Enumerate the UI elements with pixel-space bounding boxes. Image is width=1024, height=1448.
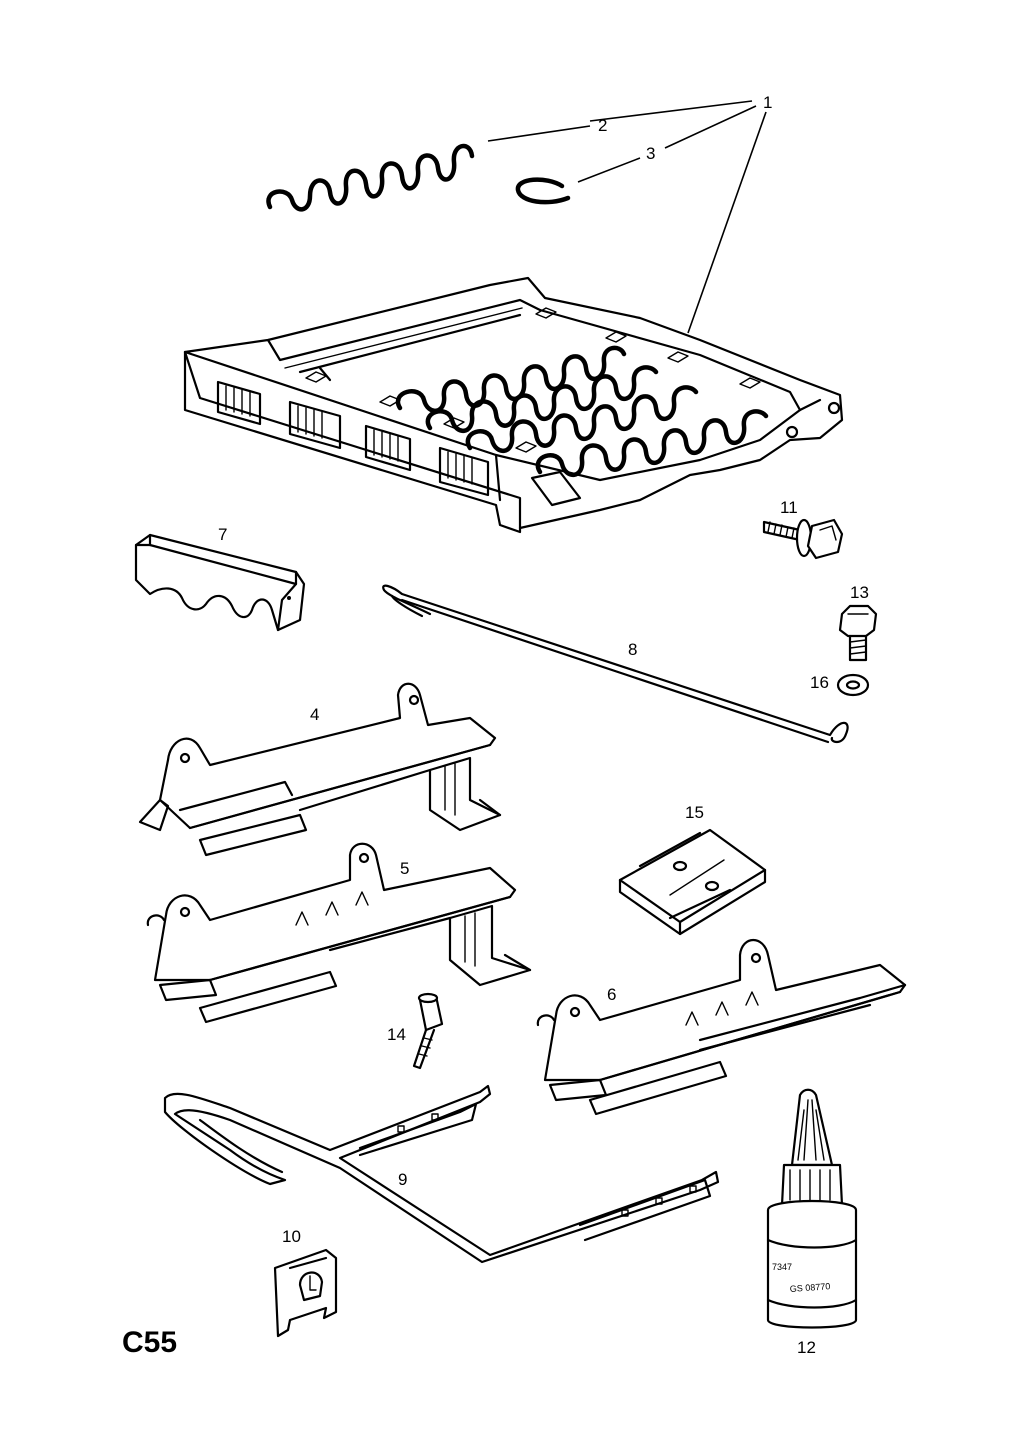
leader-lines — [487, 100, 767, 334]
callout-11: 11 — [780, 498, 798, 517]
spring-part-2 — [266, 143, 475, 212]
callout-7: 7 — [218, 525, 227, 544]
seat-frame-part-1 — [183, 276, 844, 534]
callout-4: 4 — [310, 705, 319, 724]
runner-part-6 — [536, 938, 907, 1116]
clip-part-10 — [273, 1248, 338, 1338]
callout-12: 12 — [797, 1338, 816, 1357]
screw-part-14 — [412, 992, 444, 1070]
callout-2: 2 — [598, 116, 607, 135]
callout-15: 15 — [685, 803, 704, 822]
bottle-label-spec: GS 08770 — [789, 1281, 830, 1294]
callout-13: 13 — [850, 583, 869, 602]
plate-part-15 — [618, 828, 767, 936]
bracket-part-9 — [163, 1084, 720, 1264]
runner-part-5 — [146, 842, 532, 1024]
bottle-part-12: 7347 GS 08770 — [766, 1088, 858, 1329]
bottle-label-code: 7347 — [772, 1262, 792, 1272]
callout-5: 5 — [400, 859, 409, 878]
bolt-part-11 — [762, 518, 844, 560]
runner-part-4 — [138, 682, 502, 857]
frame-front-slots — [216, 380, 490, 497]
callout-6: 6 — [607, 985, 616, 1004]
clip-part-3 — [515, 177, 571, 205]
diagram-code: C55 — [122, 1326, 177, 1359]
washer-part-16 — [836, 673, 870, 697]
cover-part-7 — [134, 533, 306, 632]
rod-part-8 — [382, 584, 849, 744]
callout-9: 9 — [398, 1170, 407, 1189]
callout-10: 10 — [282, 1227, 301, 1246]
callout-3: 3 — [646, 144, 655, 163]
callout-8: 8 — [628, 640, 637, 659]
callout-16: 16 — [810, 673, 829, 692]
callout-14: 14 — [387, 1025, 406, 1044]
callout-1: 1 — [763, 93, 772, 112]
bolt-part-13 — [838, 604, 878, 662]
